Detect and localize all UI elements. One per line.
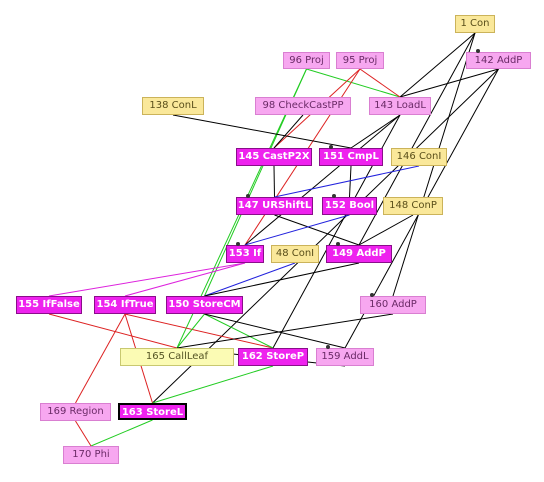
edge-98-145	[273, 114, 304, 149]
edge-95-143	[359, 68, 401, 98]
edge-150-165	[176, 313, 205, 349]
node-152[interactable]: 152 Bool	[322, 197, 377, 215]
node-96[interactable]: 96 Proj	[283, 52, 330, 69]
node-1[interactable]: 1 Con	[455, 15, 495, 33]
edge-143-151	[350, 114, 401, 149]
edge-layer	[48, 32, 499, 447]
edge-163-170	[90, 419, 153, 447]
edge-138-151	[172, 114, 352, 149]
edge-151-152	[349, 165, 352, 198]
edge-150-159	[204, 313, 346, 349]
node-159[interactable]: 159 AddL	[316, 348, 374, 366]
node-142[interactable]: 142 AddP	[466, 52, 531, 69]
node-147-anchor-dot	[246, 194, 250, 198]
node-148[interactable]: 148 ConP	[383, 197, 443, 215]
node-153-anchor-dot	[236, 242, 240, 246]
node-151[interactable]: 151 CmpL	[319, 148, 383, 166]
edge-154-162	[124, 313, 274, 349]
node-142-anchor-dot	[476, 49, 480, 53]
edge-152-153	[244, 214, 350, 246]
edge-96-143	[306, 68, 401, 98]
edge-146-147	[274, 165, 420, 198]
node-149[interactable]: 149 AddP	[326, 245, 392, 263]
edge-160-165	[176, 313, 394, 349]
edge-169-170	[75, 420, 92, 447]
node-151-anchor-dot	[329, 145, 333, 149]
node-165[interactable]: 165 CallLeaf	[120, 348, 234, 366]
edge-145-147	[273, 165, 275, 198]
node-160[interactable]: 160 AddP	[360, 296, 426, 314]
node-147[interactable]: 147 URShiftL	[236, 197, 313, 215]
edge-155-165	[48, 313, 178, 349]
node-159-anchor-dot	[326, 345, 330, 349]
edge-147-149	[274, 214, 360, 246]
edge-153-154	[124, 262, 246, 297]
node-149-anchor-dot	[336, 242, 340, 246]
node-160-anchor-dot	[370, 293, 374, 297]
edge-1-143	[399, 32, 476, 98]
edge-143-153	[244, 114, 401, 246]
edge-1-149	[358, 32, 476, 246]
edge-149-150	[204, 262, 360, 297]
edge-48-150	[204, 262, 296, 297]
edge-142-143	[399, 68, 499, 98]
edge-153-155	[48, 262, 246, 297]
node-48[interactable]: 48 ConI	[271, 245, 319, 263]
node-146[interactable]: 146 ConI	[391, 148, 447, 166]
edge-148-149	[358, 214, 414, 246]
node-150[interactable]: 150 StoreCM	[166, 296, 243, 314]
node-169[interactable]: 169 Region	[40, 403, 111, 421]
node-170[interactable]: 170 Phi	[63, 446, 119, 464]
node-98[interactable]: 98 CheckCastPP	[255, 97, 351, 115]
node-95[interactable]: 95 Proj	[336, 52, 384, 69]
node-155[interactable]: 155 IfFalse	[16, 296, 82, 314]
node-145[interactable]: 145 CastP2X	[236, 148, 312, 166]
node-138[interactable]: 138 ConL	[142, 97, 204, 115]
node-162[interactable]: 162 StoreP	[238, 348, 308, 366]
node-143[interactable]: 143 LoadL	[369, 97, 431, 115]
edge-150-162	[204, 313, 274, 349]
edge-142-163	[152, 68, 499, 404]
node-163[interactable]: 163 StoreL	[118, 403, 187, 420]
edge-154-169	[75, 313, 126, 404]
edge-162-163	[152, 365, 274, 404]
node-153[interactable]: 153 If	[226, 245, 264, 263]
node-154[interactable]: 154 IfTrue	[94, 296, 156, 314]
node-152-anchor-dot	[332, 194, 336, 198]
